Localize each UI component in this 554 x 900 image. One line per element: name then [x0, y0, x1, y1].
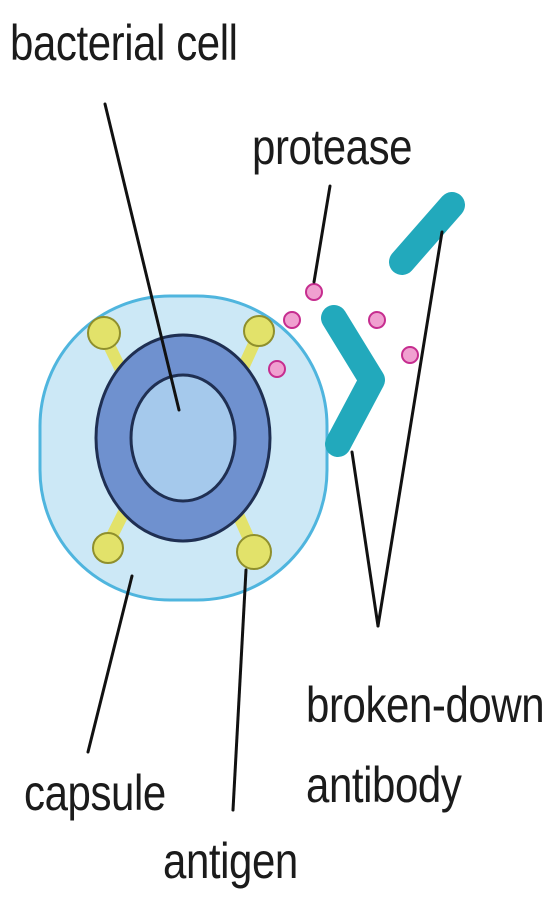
- antigen: [244, 316, 274, 346]
- capsule-label: capsule: [24, 768, 166, 818]
- protease-label: protease: [252, 122, 412, 172]
- antigen: [93, 533, 123, 563]
- leader-line-antibody-a: [352, 452, 378, 626]
- antibody-fragment: [334, 318, 372, 444]
- protease: [369, 312, 385, 328]
- broken-down-antibody: [334, 205, 452, 444]
- antibody-fragment: [402, 205, 452, 262]
- antigen-label: antigen: [163, 836, 298, 886]
- leader-line-capsule: [88, 576, 132, 752]
- protease: [402, 347, 418, 363]
- leader-line-antigen: [233, 570, 246, 810]
- broken-down-label: broken-down: [306, 680, 544, 730]
- bacterial-cell-interior: [131, 375, 235, 501]
- protease: [269, 361, 285, 377]
- leader-line-protease: [314, 186, 330, 282]
- antigen: [237, 535, 271, 569]
- antibody-label: antibody: [306, 760, 461, 810]
- antigen: [88, 317, 120, 349]
- bacterial-cell-label: bacterial cell: [10, 18, 238, 68]
- protease: [306, 284, 322, 300]
- protease: [284, 312, 300, 328]
- leader-line-antibody-b: [378, 232, 442, 626]
